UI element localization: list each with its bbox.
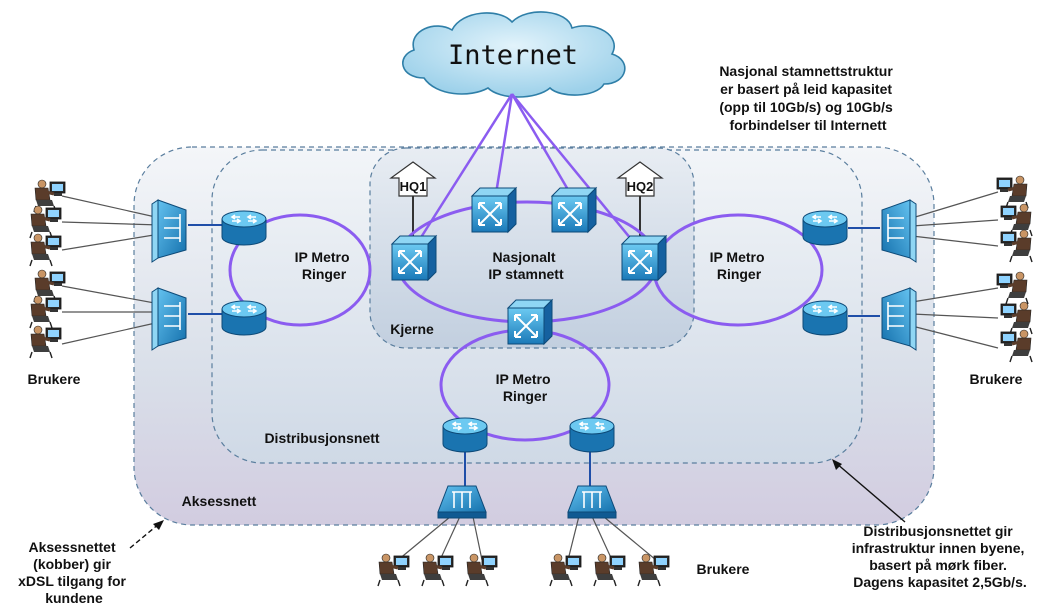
bottom-metro-ring-label: IP Metro Ringer [496, 371, 555, 404]
router-icon [221, 210, 267, 246]
left-uplinks [188, 224, 222, 315]
router-icon [802, 210, 848, 246]
left-metro-ring [228, 213, 372, 327]
hq1-label: HQ1 [400, 179, 427, 194]
distribution-zone-label: Distribusjonsnett [264, 430, 379, 446]
user-workstation-icon [995, 270, 1030, 306]
user-workstation-icon [28, 204, 63, 240]
switch-icon [551, 187, 597, 233]
core-title: Nasjonalt IP stamnett [488, 249, 564, 282]
internet-cloud [402, 11, 626, 98]
switch-icon [621, 235, 667, 281]
access-note: Aksessnettet (kobber) gir xDSL tilgang f… [18, 539, 130, 604]
right-uplinks [848, 227, 880, 317]
hq2-label: HQ2 [627, 179, 654, 194]
router-icon [221, 300, 267, 336]
users-label-bottom: Brukere [697, 561, 750, 577]
user-workstation-icon [592, 552, 627, 588]
router-icon [802, 300, 848, 336]
user-workstation-icon [548, 552, 583, 588]
users-label-right: Brukere [970, 371, 1023, 387]
user-workstation-icon [999, 228, 1034, 264]
access-note-arrow [129, 520, 164, 549]
user-workstation-icon [999, 328, 1034, 364]
router-icon [569, 417, 615, 453]
core-zone-label: Kjerne [390, 321, 434, 337]
user-workstation-icon [636, 552, 671, 588]
cloud-label: Internet [448, 40, 578, 71]
right-access-links [911, 191, 999, 349]
switch-icon [391, 235, 437, 281]
internet-uplinks [411, 93, 641, 251]
distribution-note-arrow [832, 459, 906, 523]
right-metro-ring-label: IP Metro Ringer [710, 249, 769, 282]
bottom-user-links [397, 511, 657, 561]
distribution-note: Distribusjonsnettet gir infrastruktur in… [852, 523, 1029, 590]
switch-icon [471, 187, 517, 233]
access-zone-label: Aksessnett [182, 493, 257, 509]
users-label-left: Brukere [28, 371, 81, 387]
left-metro-ring-label: IP Metro Ringer [295, 249, 354, 282]
user-workstation-icon [28, 232, 63, 268]
user-workstation-icon [995, 174, 1030, 210]
router-icon [442, 417, 488, 453]
switch-icon [507, 299, 553, 345]
user-workstation-icon [28, 294, 63, 330]
backbone-note: Nasjonal stamnettstruktur er basert på l… [719, 63, 896, 133]
core-zone [369, 147, 695, 349]
left-access-links [61, 195, 161, 345]
user-workstation-icon [420, 552, 455, 588]
user-workstation-icon [376, 552, 411, 588]
user-workstation-icon [28, 324, 63, 360]
bottom-access-links [464, 447, 591, 488]
user-workstation-icon [999, 202, 1034, 238]
user-workstation-icon [999, 300, 1034, 336]
